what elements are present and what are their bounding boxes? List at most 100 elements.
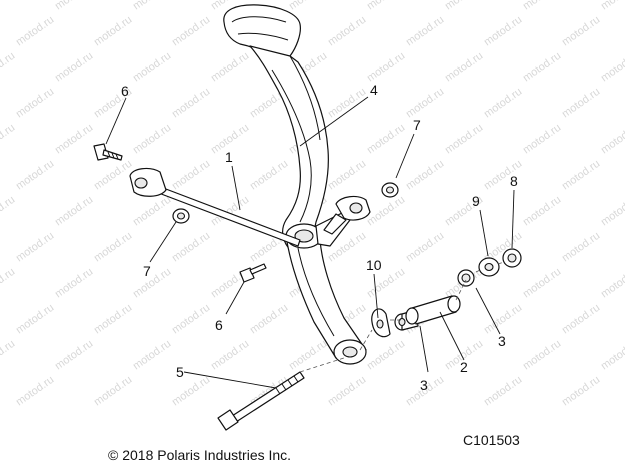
watermark-text: motod.ru (404, 86, 446, 121)
watermark-text: motod.ru (92, 14, 134, 49)
watermark-text: motod.ru (599, 266, 625, 301)
watermark-text: motod.ru (599, 50, 625, 85)
watermark-text: motod.ru (170, 302, 212, 337)
watermark-text: motod.ru (287, 0, 329, 12)
watermark-text: motod.ru (521, 122, 563, 157)
watermark-text: motod.ru (131, 122, 173, 157)
watermark-text: motod.ru (14, 158, 56, 193)
callout-7-left: 7 (143, 263, 151, 279)
watermark-text: motod.ru (131, 194, 173, 229)
washer-9 (478, 257, 500, 277)
watermark-text: motod.ru (521, 194, 563, 229)
watermark-text: motod.ru (560, 230, 602, 265)
watermark-text: motod.ru (443, 50, 485, 85)
watermark-text: motod.ru (14, 374, 56, 409)
watermark-text: motod.ru (0, 266, 17, 301)
watermark-text: motod.ru (521, 50, 563, 85)
callout-8: 8 (510, 173, 518, 189)
watermark-text: motod.ru (365, 338, 407, 373)
watermark-text: motod.ru (53, 266, 95, 301)
watermark-text: motod.ru (365, 122, 407, 157)
watermark-text: motod.ru (248, 158, 290, 193)
watermark-text: motod.ru (131, 338, 173, 373)
watermark-text: motod.ru (560, 158, 602, 193)
watermark-text: motod.ru (521, 338, 563, 373)
watermark-text: motod.ru (404, 230, 446, 265)
diagram-code: C101503 (463, 432, 520, 448)
watermark-text: motod.ru (53, 194, 95, 229)
watermark-text: motod.ru (560, 14, 602, 49)
watermark-text: motod.ru (92, 158, 134, 193)
watermark-text: motod.ru (599, 338, 625, 373)
nut-left (172, 208, 190, 224)
watermark-text: motod.ru (365, 0, 407, 12)
long-bolt (217, 371, 305, 431)
bolt-upper (93, 143, 123, 161)
watermark-text: motod.ru (560, 302, 602, 337)
watermark-text: motod.ru (482, 374, 524, 409)
watermark-text: motod.ru (0, 338, 17, 373)
watermark-text: motod.ru (0, 122, 17, 157)
watermark-text: motod.ru (0, 194, 17, 229)
watermark-text: motod.ru (326, 86, 368, 121)
watermark-text: motod.ru (131, 0, 173, 12)
pivot-shaft (405, 295, 461, 325)
callout-2: 2 (460, 359, 468, 375)
bolt-lower (239, 263, 267, 283)
callout-7-right: 7 (413, 117, 421, 133)
callouts: 6 1 4 7 7 6 5 10 3 2 3 9 8 (121, 82, 518, 393)
watermark-text: motod.ru (131, 266, 173, 301)
watermark-text: motod.ru (53, 122, 95, 157)
watermark-text: motod.ru (404, 158, 446, 193)
washer-10 (371, 308, 391, 338)
watermark-text: motod.ru (482, 158, 524, 193)
watermark-text: motod.ru (482, 302, 524, 337)
watermark-text: motod.ru (14, 86, 56, 121)
watermark-text: motod.ru (53, 338, 95, 373)
watermark-text: motod.ru (326, 14, 368, 49)
callout-10: 10 (366, 257, 382, 273)
watermark-text: motod.ru (14, 230, 56, 265)
callout-6-upper: 6 (121, 83, 129, 99)
watermark-text: motod.ru (92, 302, 134, 337)
watermark-text: motod.ru (365, 194, 407, 229)
watermark-text: motod.ru (326, 374, 368, 409)
watermark-text: motod.ru (521, 266, 563, 301)
watermark-text: motod.ru (560, 86, 602, 121)
callout-6-lower: 6 (215, 317, 223, 333)
nut-8 (502, 248, 522, 268)
watermark-text: motod.ru (209, 50, 251, 85)
watermark-text: motod.ru (209, 338, 251, 373)
watermark-text: motod.ru (170, 86, 212, 121)
watermark-text: motod.ru (92, 374, 134, 409)
watermark-text: motod.ru (599, 0, 625, 12)
bushing-right (457, 269, 475, 287)
watermark-text: motod.ru (53, 50, 95, 85)
callout-3-left: 3 (420, 377, 428, 393)
nut-right (381, 182, 399, 198)
callout-9: 9 (472, 193, 480, 209)
watermark-text: motod.ru (131, 50, 173, 85)
watermark-text: motod.ru (560, 374, 602, 409)
callout-4: 4 (370, 82, 378, 98)
watermark-text: motod.ru (482, 86, 524, 121)
watermark-text: motod.ru (0, 0, 17, 12)
brake-rod (129, 167, 371, 247)
watermark-text: motod.ru (599, 122, 625, 157)
callout-1: 1 (225, 149, 233, 165)
watermark-text: motod.ru (599, 194, 625, 229)
watermark-text: motod.ru (443, 0, 485, 12)
callout-3-right: 3 (498, 333, 506, 349)
watermark-text: motod.ru (170, 158, 212, 193)
watermark-text: motod.ru (14, 14, 56, 49)
watermark-text: motod.ru (443, 122, 485, 157)
assembly-centerline (299, 261, 505, 373)
watermark-text: motod.ru (365, 50, 407, 85)
watermark-text: motod.ru (287, 338, 329, 373)
watermark-text: motod.ru (53, 0, 95, 12)
copyright-text: © 2018 Polaris Industries Inc. (108, 447, 291, 463)
watermark-text: motod.ru (248, 302, 290, 337)
watermark-text: motod.ru (326, 158, 368, 193)
